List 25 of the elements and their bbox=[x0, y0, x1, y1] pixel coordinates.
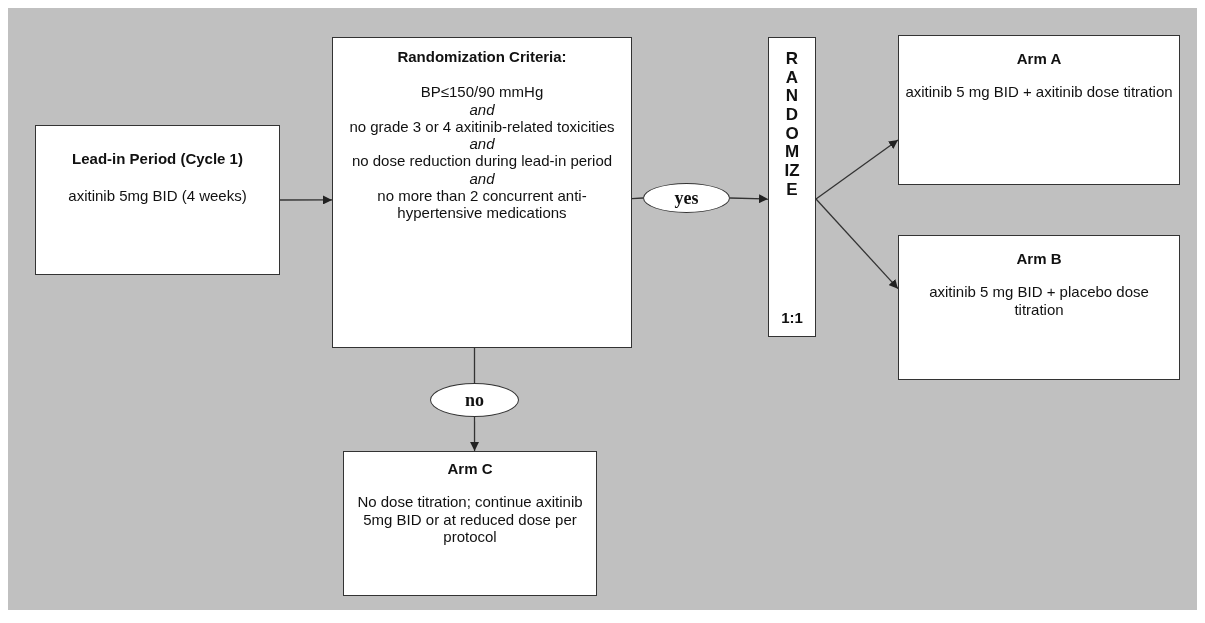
arm-box bbox=[343, 451, 597, 596]
arrow bbox=[815, 198, 899, 290]
decision-label: no bbox=[465, 389, 484, 411]
decision-label: yes bbox=[674, 187, 699, 209]
process-box bbox=[35, 125, 280, 275]
vertical-label: RANDOMIZE bbox=[783, 50, 801, 200]
criteria-box bbox=[332, 37, 632, 348]
box-heading: Arm A bbox=[1016, 50, 1062, 68]
box-text: axitinib 5mg BID (4 weeks) bbox=[68, 187, 247, 205]
arrow bbox=[470, 416, 480, 452]
box-text: axitinib 5 mg BID + axitinib dose titration bbox=[905, 83, 1173, 101]
box-heading: Lead-in Period (Cycle 1) bbox=[72, 150, 243, 168]
box-heading: Arm C bbox=[447, 460, 493, 478]
box-text: No dose titration; continue axitinib 5mg BID or at reduced dose per protocol bbox=[356, 493, 584, 545]
arm-box bbox=[898, 35, 1180, 185]
arrow bbox=[279, 195, 333, 205]
box-heading: Arm B bbox=[1016, 250, 1062, 268]
arrow bbox=[815, 139, 899, 200]
arrow bbox=[729, 194, 769, 204]
box-text: BP≤150/90 mmHg and no grade 3 or 4 axitinib-related toxicities and no dose reduction during lead-in period and no more than 2 concurrent anti-hypertensive medications bbox=[348, 83, 616, 222]
ratio-label: 1:1 bbox=[781, 308, 803, 326]
randomize-bar bbox=[768, 37, 816, 337]
arm-box bbox=[898, 235, 1180, 380]
box-heading: Randomization Criteria: bbox=[397, 48, 567, 66]
box-text: axitinib 5 mg BID + placebo dose titration bbox=[928, 283, 1150, 318]
